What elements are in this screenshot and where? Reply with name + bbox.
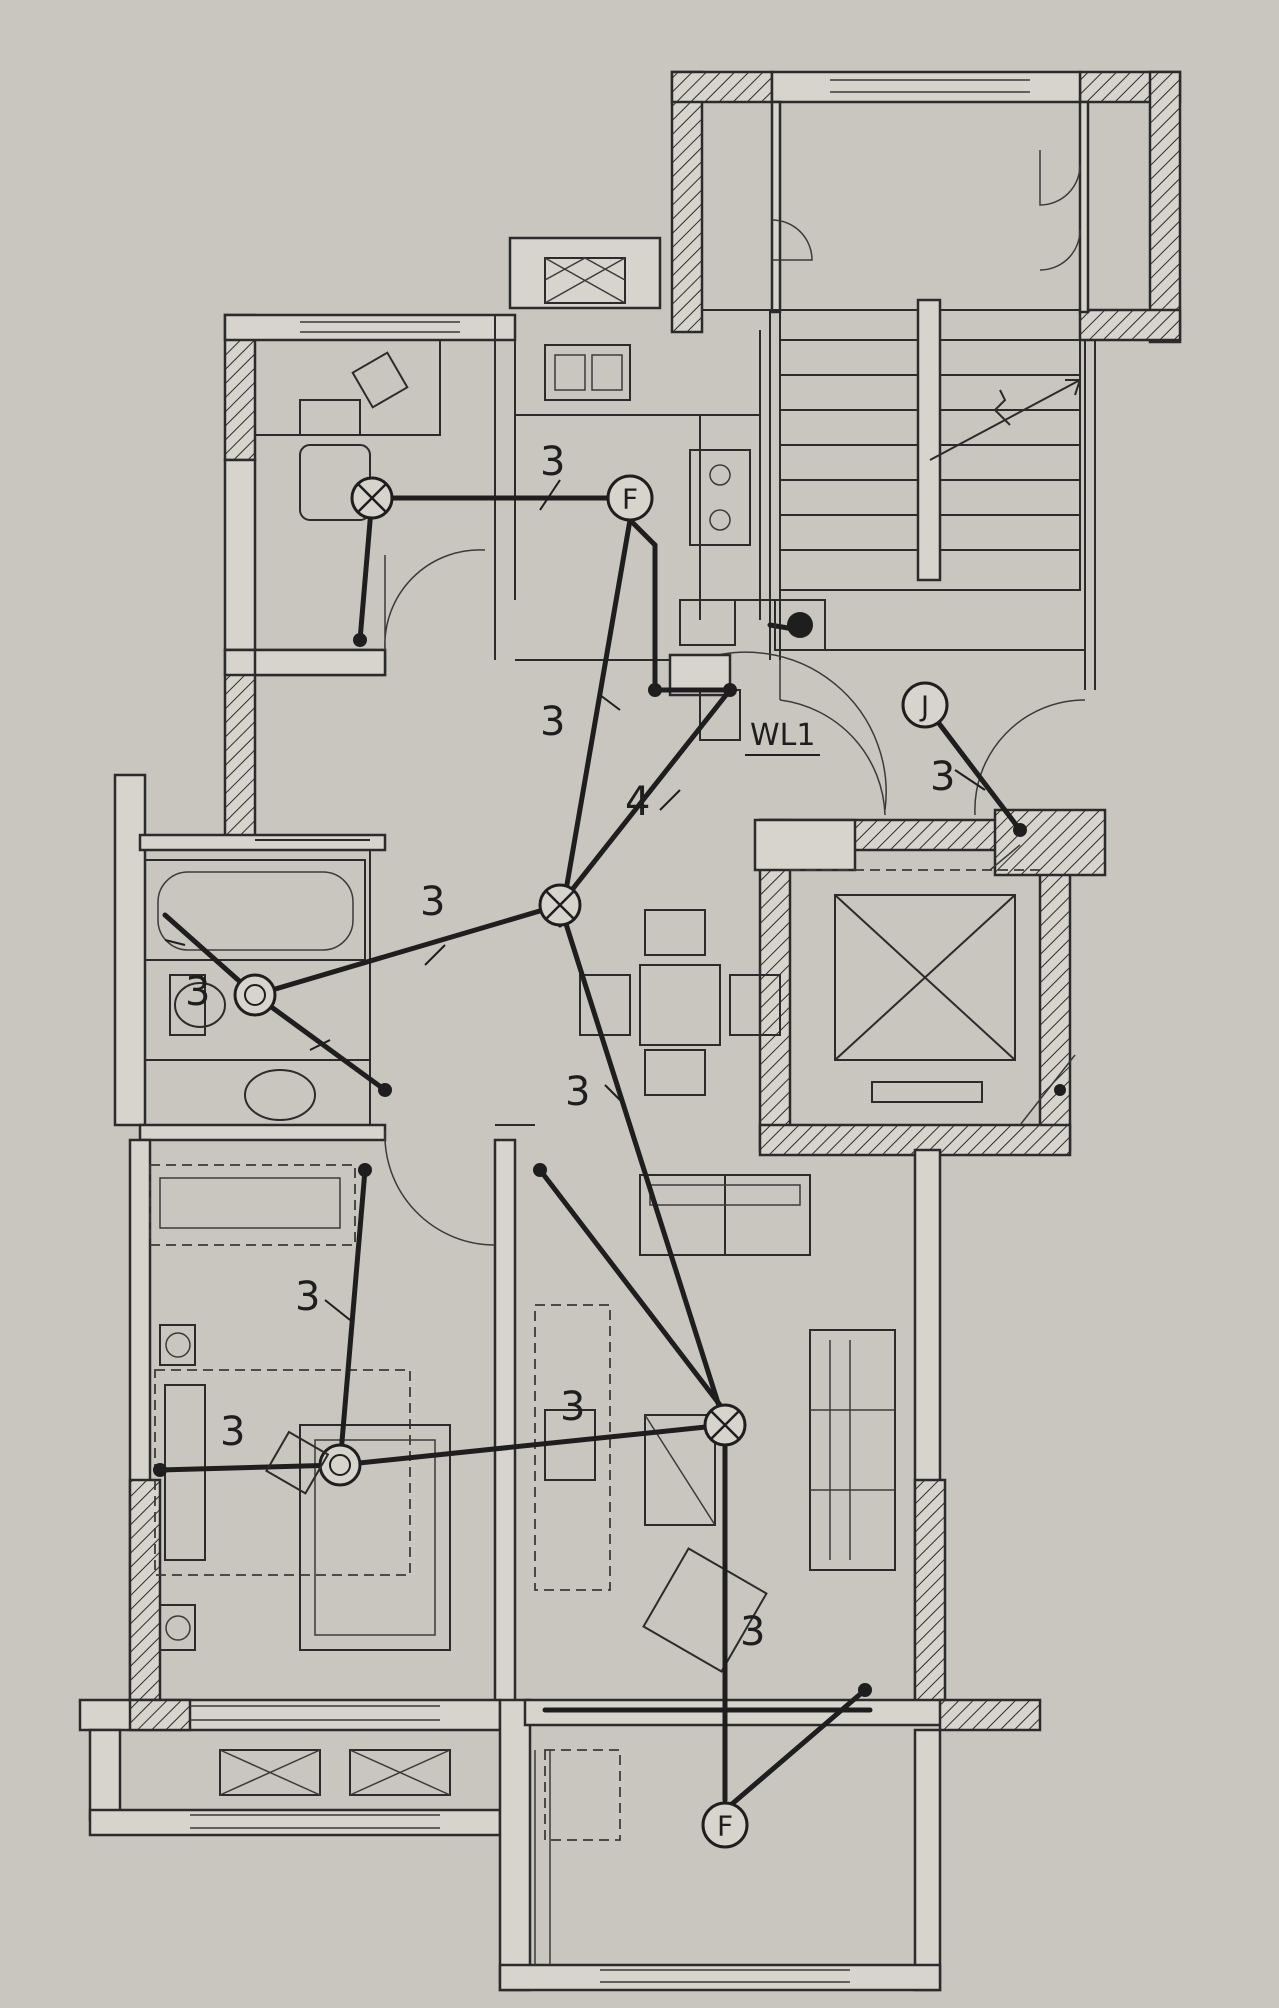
wire-count-label: 3 [220,1409,245,1455]
wire-count-labels: 3 3 3 4 3 3 3 3 3 3 3 [185,439,955,1655]
staircase [779,298,1081,591]
outer-walls [78,70,1182,1992]
living-light [703,1403,747,1447]
wire-count-label: 3 [420,879,445,925]
light-fixtures [233,476,826,1495]
doors [384,549,1086,1246]
bedroom-light [318,1443,362,1487]
junction-symbol-label: J [919,690,929,723]
wire-count-label: 3 [565,1069,590,1115]
fan-symbol-top: F [606,474,654,522]
landing-doors [771,150,1081,271]
wire-count-label: 3 [540,439,565,485]
connection-dots [153,633,1066,1697]
wire-count-label: 3 [185,969,210,1015]
wire-ticks [164,479,986,1321]
study-light [350,476,394,520]
fan-symbol-top-label: F [622,483,638,516]
wire-count-label: 3 [930,754,955,800]
wire-count-label: 4 [625,779,650,825]
center-light [538,883,582,927]
panel-label: WL1 [750,718,815,753]
interior-partitions [253,315,1085,851]
wire-count-label: 3 [540,699,565,745]
fan-symbol-bottom: F [701,1801,749,1849]
wire-count-label: 3 [295,1274,320,1320]
elevator [790,869,1040,1103]
wire-count-label: 3 [560,1384,585,1430]
bedroom-nightstand [265,1430,330,1495]
junction-symbol: J [901,681,949,729]
stair-light [774,599,826,651]
wire-count-label: 3 [740,1609,765,1655]
panel-label-group: WL1 [745,718,820,756]
fan-symbol-bottom-label: F [717,1810,733,1843]
bath-light [233,973,277,1017]
wiring [157,495,1076,1813]
